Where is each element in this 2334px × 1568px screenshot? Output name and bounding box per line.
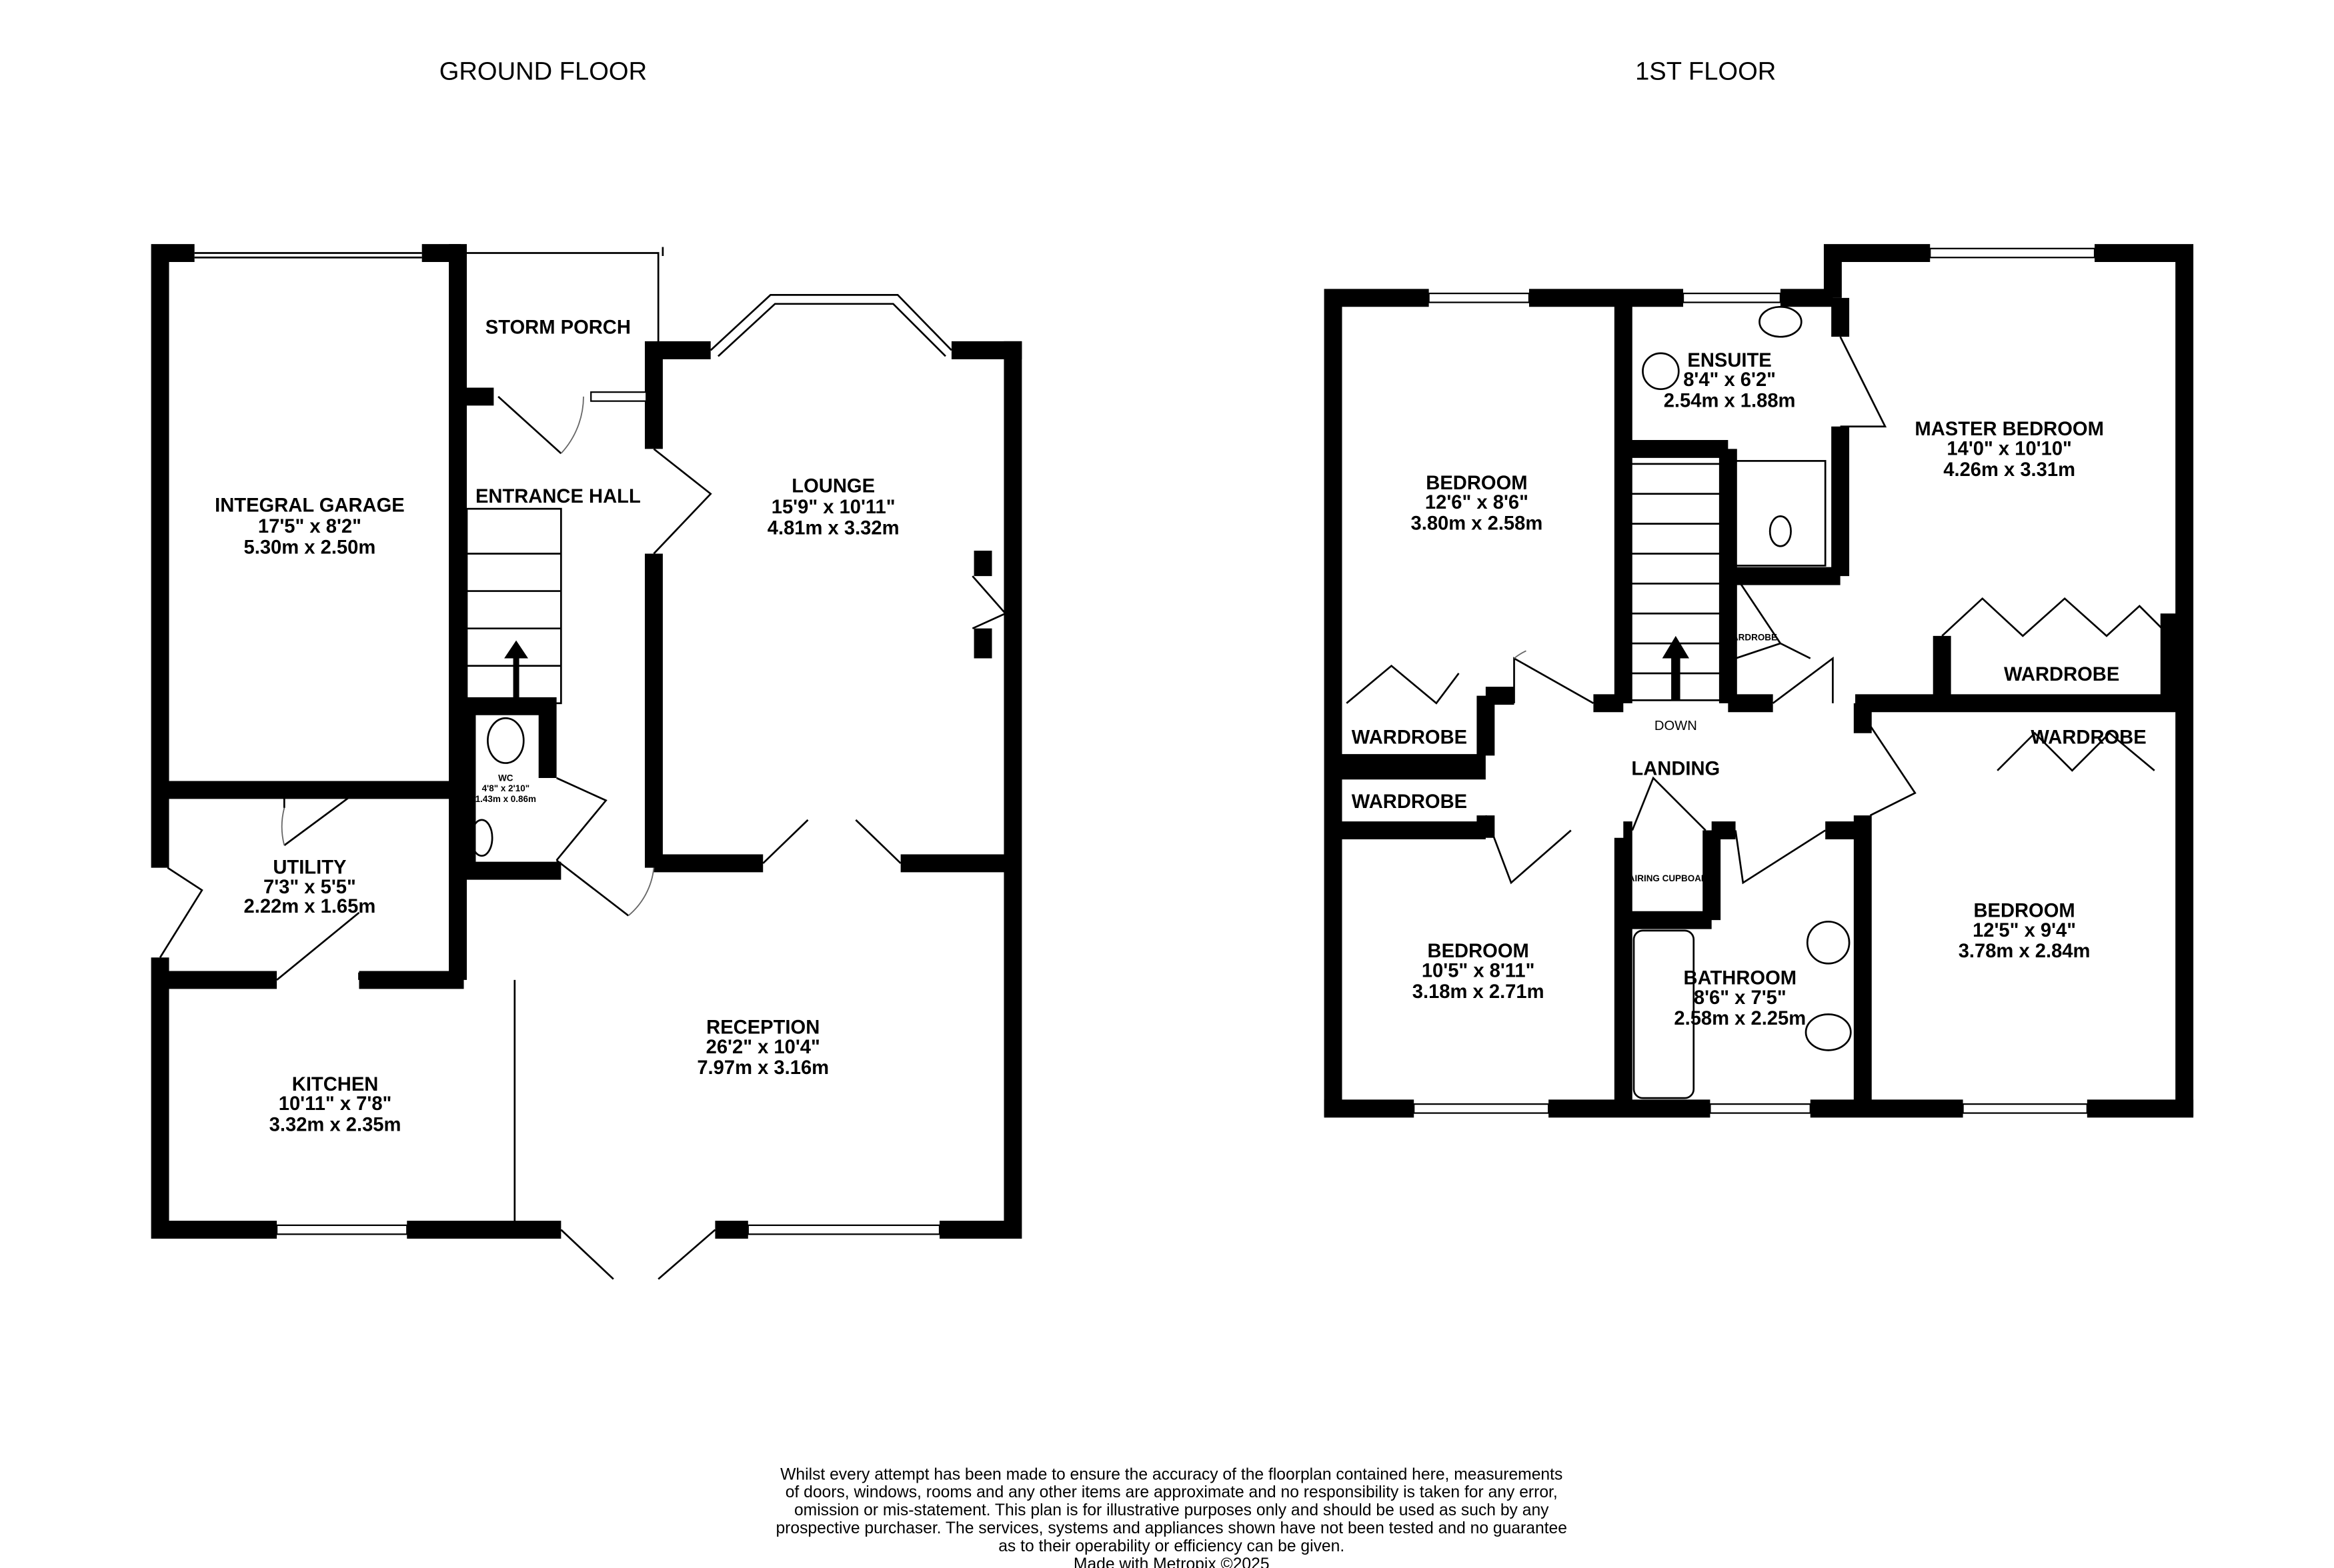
room-label: ENSUITE xyxy=(1687,350,1771,371)
toilet-icon xyxy=(487,717,525,764)
ground-floor-plan: STORM PORCH INTEGRAL GARAGE 17'5" x 8'2"… xyxy=(151,244,1022,1280)
room-label: LANDING xyxy=(1631,759,1720,780)
room-imperial: 17'5" x 8'2" xyxy=(258,516,361,537)
disclaimer-line: prospective purchaser. The services, sys… xyxy=(776,1519,1567,1537)
room-label: STORM PORCH xyxy=(485,317,631,339)
room-label: BEDROOM xyxy=(1428,941,1529,962)
disclaimer: Whilst every attempt has been made to en… xyxy=(776,1465,1567,1568)
room-metric: 3.78m x 2.84m xyxy=(1959,941,2091,962)
room-label: MASTER BEDROOM xyxy=(1915,419,2103,440)
stairs-arrow-icon xyxy=(1662,635,1690,701)
wardrobe-label: WARDROBE xyxy=(1724,633,1777,643)
toilet-icon xyxy=(1805,1013,1852,1051)
disclaimer-line: omission or mis-statement. This plan is … xyxy=(794,1501,1549,1519)
bath-icon xyxy=(1632,929,1695,1099)
room-imperial: 12'5" x 9'4" xyxy=(1973,920,2076,941)
disclaimer-line: as to their operability or efficiency ca… xyxy=(998,1537,1344,1555)
room-imperial: 8'6" x 7'5" xyxy=(1694,987,1787,1009)
stairs-down-label: DOWN xyxy=(1654,719,1697,733)
room-imperial: 8'4" x 6'2" xyxy=(1683,369,1776,391)
room-metric: 4.26m x 3.31m xyxy=(1943,459,2075,481)
wardrobe-label: WARDROBE xyxy=(2031,727,2146,748)
first-walls xyxy=(1324,244,2194,1118)
wardrobe-label: WARDROBE xyxy=(1352,727,1467,748)
room-imperial: 12'6" x 8'6" xyxy=(1425,492,1528,513)
room-label: WC xyxy=(498,773,513,783)
room-label: UTILITY xyxy=(273,857,346,879)
room-imperial: 10'5" x 8'11" xyxy=(1422,960,1535,981)
credit-line: Made with Metropix ©2025 xyxy=(1074,1555,1270,1568)
room-label: KITCHEN xyxy=(292,1074,379,1095)
room-imperial: 7'3" x 5'5" xyxy=(263,877,356,898)
first-doors xyxy=(1339,305,2171,1099)
room-imperial: 15'9" x 10'11" xyxy=(772,497,896,518)
room-imperial: 4'8" x 2'10" xyxy=(482,783,530,793)
room-label: BATHROOM xyxy=(1684,968,1797,989)
room-metric: 5.30m x 2.50m xyxy=(244,537,376,558)
room-metric: 1.43m x 0.86m xyxy=(475,794,536,804)
shower-tray-icon xyxy=(1734,460,1827,567)
airing-cupboard-label: AIRING CUPBOARD xyxy=(1628,873,1714,883)
room-label: LOUNGE xyxy=(792,476,875,497)
room-label: BEDROOM xyxy=(1973,901,2075,922)
room-imperial: 26'2" x 10'4" xyxy=(706,1037,820,1058)
room-metric: 3.32m x 2.35m xyxy=(269,1115,401,1136)
basin-icon xyxy=(1759,305,1803,338)
ground-doors xyxy=(159,395,902,1280)
basin-icon xyxy=(1806,921,1851,965)
first-floor-plan: ENSUITE 8'4" x 6'2" 2.54m x 1.88m MASTER… xyxy=(1324,244,2194,1118)
room-imperial: 10'11" x 7'8" xyxy=(279,1093,392,1115)
room-metric: 4.81m x 3.32m xyxy=(768,517,900,539)
room-label: RECEPTION xyxy=(706,1017,820,1039)
wardrobe-label: WARDROBE xyxy=(2004,664,2119,685)
room-metric: 2.22m x 1.65m xyxy=(244,896,376,917)
basin-icon xyxy=(470,819,493,857)
stairs-arrow-icon xyxy=(504,640,528,703)
room-imperial: 14'0" x 10'10" xyxy=(1947,438,2071,459)
disclaimer-line: Whilst every attempt has been made to en… xyxy=(780,1465,1562,1483)
room-label: INTEGRAL GARAGE xyxy=(215,495,405,517)
room-label: BEDROOM xyxy=(1426,473,1527,494)
room-metric: 2.58m x 2.25m xyxy=(1674,1008,1806,1029)
room-label: ENTRANCE HALL xyxy=(475,486,641,507)
room-metric: 3.80m x 2.58m xyxy=(1411,513,1543,535)
wardrobe-label: WARDROBE xyxy=(1352,791,1467,813)
toilet-icon xyxy=(1642,352,1680,391)
ground-floor-title: GROUND FLOOR xyxy=(439,57,647,85)
first-floor-title: 1ST FLOOR xyxy=(1635,57,1776,85)
ground-walls xyxy=(151,244,1022,1239)
room-metric: 2.54m x 1.88m xyxy=(1664,391,1796,412)
disclaimer-line: of doors, windows, rooms and any other i… xyxy=(786,1483,1558,1501)
toilet-icon xyxy=(1769,515,1792,547)
room-metric: 3.18m x 2.71m xyxy=(1412,981,1544,1003)
room-metric: 7.97m x 3.16m xyxy=(697,1057,829,1079)
